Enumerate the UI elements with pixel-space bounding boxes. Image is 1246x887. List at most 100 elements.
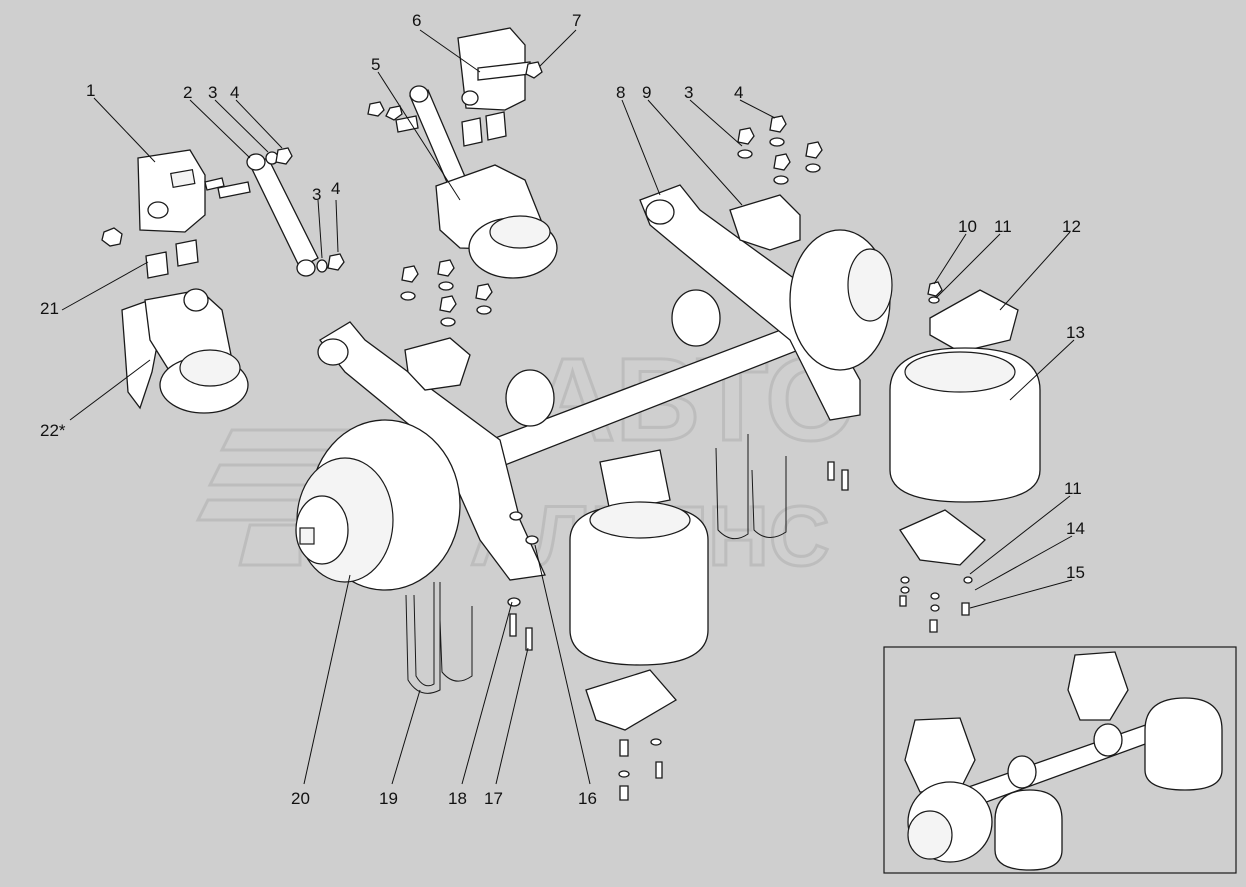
washer-3b [316,259,328,273]
washer-cc3 [440,317,456,327]
label-1: 1 [86,81,95,100]
plate-center-b [485,111,507,141]
bracket-slot [170,168,196,188]
label-15: 15 [1066,563,1085,582]
label-16: 16 [578,789,597,808]
bolt-left [217,181,251,199]
plate-lower-right [899,509,986,566]
label-4b: 4 [331,179,340,198]
shock-eye-bottom [296,259,316,277]
arm-eye-right [645,199,675,225]
washer-cb1 [650,738,662,746]
nut-cluster-right [737,115,823,185]
nut-center-a [367,101,385,117]
plate-12 [929,289,1019,353]
nut-cc4 [475,283,493,301]
washer-cc4 [476,305,492,315]
inset-chamber-front [1007,755,1037,789]
u-bolt-19a-inner [413,582,435,687]
hub-right [847,248,893,322]
washer-lr2 [900,586,910,594]
bolt-cb2 [619,785,629,801]
u-bolts-19 [405,434,787,694]
label-9: 9 [642,83,651,102]
label-5: 5 [371,55,380,74]
air-spring-center [569,449,709,801]
nut-cc1 [401,265,419,283]
wheel-hub-20 [295,419,461,591]
label-17: 17 [484,789,503,808]
washer-16b [525,535,539,545]
shim-plate-a [145,251,169,279]
label-3b: 3 [312,185,321,204]
label-6: 6 [412,11,421,30]
washer-r4 [805,163,821,173]
label-11a: 11 [994,217,1012,236]
label-3a: 3 [208,83,217,102]
label-21: 21 [40,299,59,318]
plate-center-top [599,449,671,513]
label-22: 22* [40,421,66,440]
inset-spring-rear [1144,697,1223,791]
hub-cap [295,495,349,565]
trailing-arm-right-8 [639,184,861,421]
bellow-top-13 [904,351,1016,393]
label-19: 19 [379,789,398,808]
washer-14 [963,576,973,584]
washer-r1 [737,149,753,159]
label-4c: 4 [734,83,743,102]
label-20: 20 [291,789,310,808]
arm-eye-left [317,338,349,366]
arm-seat-9 [729,194,801,251]
washer-r3 [773,175,789,185]
nut-r3 [773,153,791,171]
nut-left [101,227,123,247]
shock-absorber-left [246,147,345,277]
bolt-lr1 [899,595,907,607]
u-bolt-right-b [751,456,787,538]
bracket-bolt [204,177,225,191]
nut-cc3 [439,295,457,313]
bolt-lr2 [929,619,938,633]
label-14: 14 [1066,519,1085,538]
inset-assembled-view [883,646,1237,874]
washer-11a [928,296,940,304]
u-bolt-19a [405,582,441,694]
left-bracket-assembly [101,149,251,414]
bolt-15 [961,602,970,616]
washer-18 [507,597,521,607]
nut-7 [525,61,543,79]
bolt-cb1 [619,739,629,757]
label-12: 12 [1062,217,1081,236]
washer-center-a [385,105,403,121]
washer-cc1 [400,291,416,301]
washer-16a [509,511,523,521]
label-18: 18 [448,789,467,808]
nut-4b [327,253,345,271]
nut-r1 [737,127,755,145]
inset-bracket-right [1067,651,1129,721]
arm-seat-left [404,337,471,391]
hub-cap-label [299,527,315,545]
shock5-eye [409,85,429,103]
shim-plate-b [175,239,199,267]
nut-4a [275,147,293,165]
nut-r4 [805,141,823,159]
label-2: 2 [183,83,192,102]
axle-and-arms [317,184,893,581]
nut-r2 [769,115,787,133]
label-8: 8 [616,83,625,102]
air-spring-right [827,281,1041,633]
brake-chamber-right [671,289,721,347]
brake-chamber-left [505,369,555,427]
bolt-center-a [395,115,419,133]
shock-eye-top [246,153,266,171]
nut-cluster-center [400,259,493,327]
bolt-17 [525,627,533,651]
spring-top-left [179,349,241,387]
label-4a: 4 [230,83,239,102]
nut-10 [927,281,943,297]
bracket6-hole [461,90,479,106]
washer-r2 [769,137,785,147]
